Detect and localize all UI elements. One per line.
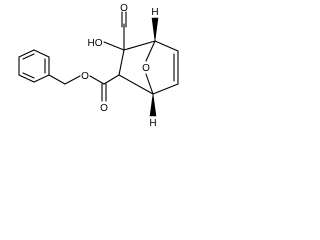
benzene-ring: [18, 49, 50, 83]
top-hydrogen-label: H: [151, 7, 158, 18]
benzyl-linker: [48, 74, 105, 85]
ester-carbonyl-oxygen-label: O: [100, 103, 108, 114]
hydroxyl-label: HO: [88, 38, 103, 49]
ester-oxygen-label: O: [81, 71, 89, 82]
bottom-hydrogen-label: H: [149, 118, 156, 129]
wedge-bottom: [149, 93, 157, 117]
carboxylic-acid-group: [103, 11, 127, 51]
ester-carbonyl: [101, 74, 120, 102]
molecule-drawing: O HO O O O H H: [18, 3, 179, 129]
ring-oxygen-label: O: [142, 63, 150, 74]
structure-diagram: O HO O O O H H: [0, 0, 220, 135]
bicyclic-core: [118, 40, 179, 95]
wedge-top: [151, 17, 159, 42]
acid-carbonyl-oxygen-label: O: [120, 3, 128, 14]
